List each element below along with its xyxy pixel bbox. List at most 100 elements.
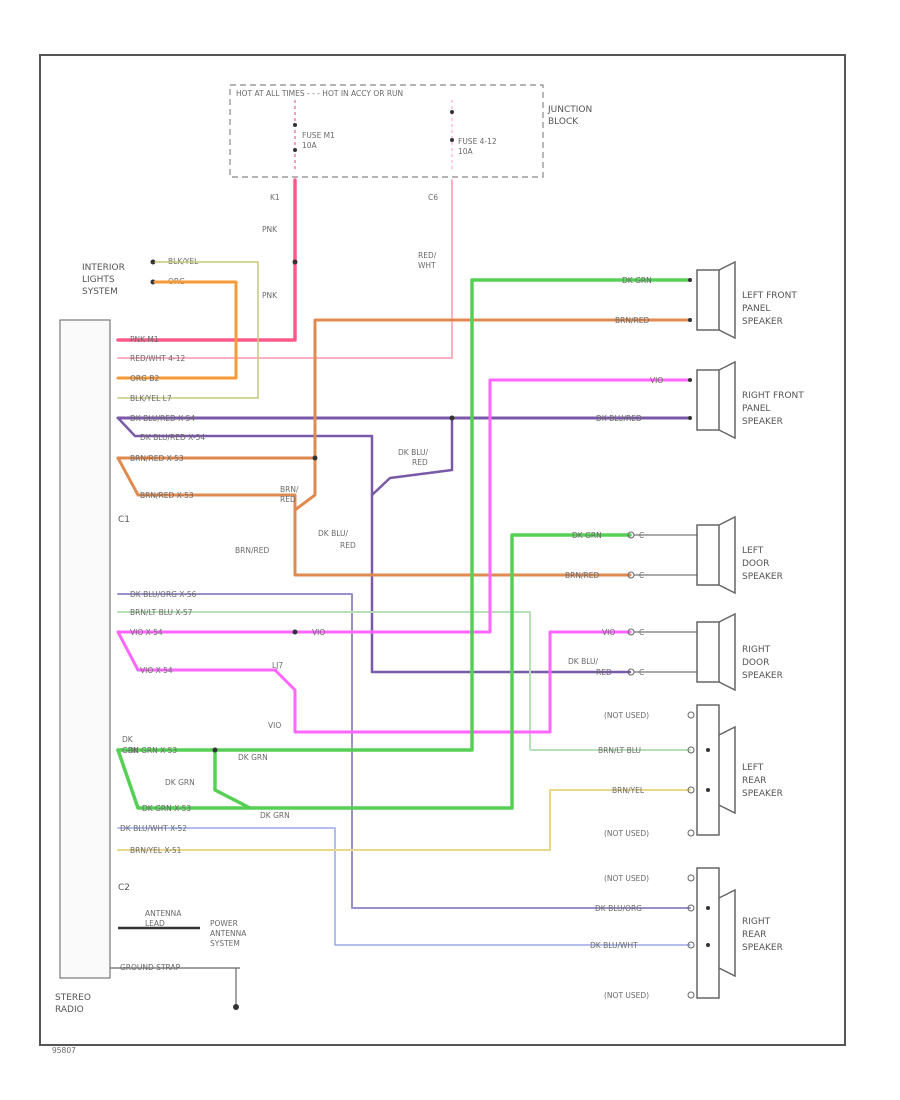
wire-dk-grn-3	[213, 748, 252, 810]
speaker-connector	[687, 941, 695, 949]
radio-pin-labels: PNK M1 RED/WHT 4-12 ORG B2 BLK/YEL L7 DK…	[120, 335, 205, 855]
speaker-name: SPEAKER	[742, 671, 783, 681]
speaker-name: DOOR	[742, 559, 769, 569]
speaker-connector	[687, 829, 695, 837]
radio-pin: RED/WHT 4-12	[130, 354, 186, 363]
wire-dk-grn-2	[116, 533, 632, 810]
junction-block-title-2: BLOCK	[548, 117, 579, 127]
speaker-wire-label: DK BLU/ORG	[595, 904, 642, 913]
wires	[116, 178, 692, 946]
speaker-terminal	[688, 278, 692, 282]
fuse1-terminal-top	[293, 123, 297, 127]
speaker-wire-label: (NOT USED)	[604, 874, 649, 883]
speaker-name: SPEAKER	[742, 789, 783, 799]
speaker-body	[696, 369, 720, 431]
junction-block-header: HOT AT ALL TIMES - - - HOT IN ACCY OR RU…	[236, 89, 403, 98]
wire-labels: PNK PNK RED/ WHT BRN/ RED BRN/RED DK BLU…	[122, 225, 437, 820]
wire-brn-red-3	[293, 456, 317, 512]
speaker-body	[696, 867, 720, 999]
radio-pin: BRN/LT BLU X-57	[130, 608, 193, 617]
speaker-cone	[718, 612, 736, 692]
stereo-radio-name-2: RADIO	[55, 1005, 84, 1015]
wire-dk-blu-red-3	[370, 416, 454, 497]
speaker-wire-label: DK BLU/	[568, 657, 599, 666]
wire-label-pnk-2: PNK	[262, 291, 278, 300]
radio-pin: DK BLU/RED X-54	[130, 414, 195, 423]
radio-pin: DK GRN X-53	[142, 804, 191, 813]
wire-pnk	[116, 178, 297, 342]
wire-label-brn-red-splice-2: RED	[280, 495, 296, 504]
fuse1-label: FUSE M1	[302, 131, 335, 140]
radio-pin: PNK M1	[130, 335, 159, 344]
stereo-radio-body	[59, 319, 111, 979]
splice-dk-grn	[212, 747, 218, 753]
wire-brn-red-2	[116, 456, 632, 577]
wire-vio-1	[116, 378, 692, 634]
speaker-name: DOOR	[742, 658, 769, 668]
radio-pin: VIO X-54	[130, 628, 163, 637]
stereo-radio-name: STEREO	[55, 993, 91, 1003]
radio-pin: ORG B2	[130, 374, 159, 383]
speaker-connector-label: C	[639, 571, 644, 580]
speaker-terminal	[706, 943, 710, 947]
speaker-connector	[687, 874, 695, 882]
speaker-name: PANEL	[742, 404, 770, 414]
speaker-connector	[687, 711, 695, 719]
speaker-cone	[718, 725, 736, 815]
speaker-connector	[687, 786, 695, 794]
connector-c2-label: C2	[118, 883, 130, 893]
radio-pin: BRN/RED X-53	[140, 491, 194, 500]
speaker-wire-label: BRN/RED	[565, 571, 599, 580]
splice-vio	[292, 629, 298, 635]
speaker-wire-label: DK GRN	[572, 531, 602, 540]
speaker-connector-label: C	[639, 628, 644, 637]
interior-lights-system: INTERIOR LIGHTS SYSTEM BLK/YEL ORG	[82, 257, 199, 297]
junction-block-title: JUNCTION	[547, 105, 592, 115]
figure-id: 95807	[52, 1046, 76, 1055]
speaker-connector-label: C	[639, 531, 644, 540]
fuse2-label: FUSE 4-12	[458, 137, 497, 146]
wire-brn-red-1	[116, 318, 692, 460]
junction-block: HOT AT ALL TIMES - - - HOT IN ACCY OR RU…	[229, 84, 592, 202]
diagram-frame	[39, 54, 846, 1046]
fuse2-terminal-top	[450, 110, 454, 114]
stereo-radio: C1 C2 STEREO RADIO GROUND STRAP ANTENNA …	[55, 319, 247, 1015]
speaker-wire-label: BRN/RED	[615, 316, 649, 325]
speaker-right-front-panel: VIO DK BLU/RED RIGHT FRONT PANEL SPEAKER	[596, 360, 804, 440]
interior-lights-terminal-1	[150, 259, 156, 265]
wire-dk-blu-red-2	[116, 416, 632, 674]
radio-pin: BRN/YEL X-51	[130, 846, 182, 855]
speaker-name: PANEL	[742, 304, 770, 314]
speaker-connector	[687, 746, 695, 754]
speaker-name: REAR	[742, 776, 766, 786]
ground-strap-label: GROUND STRAP	[120, 963, 181, 972]
speaker-terminal	[688, 318, 692, 322]
junction-pin-k1: K1	[270, 193, 280, 202]
speaker-cone	[718, 515, 736, 595]
wire-red-wht	[117, 179, 453, 359]
fuse1-terminal-bottom	[293, 148, 297, 152]
splice-brn-red	[312, 455, 318, 461]
speaker-wire-label: (NOT USED)	[604, 991, 649, 1000]
wire-label-dk-grn-low: DK GRN	[260, 811, 290, 820]
speaker-wire-label: DK GRN	[622, 276, 652, 285]
wire-label-red-wht-2: WHT	[418, 261, 436, 270]
splice-dk-blu-red	[449, 415, 455, 421]
speaker-right-door: VIO DK BLU/ RED C C RIGHT DOOR SPEAKER	[568, 612, 783, 692]
splices	[212, 259, 455, 753]
antenna-lead-label-2: LEAD	[145, 919, 165, 928]
speaker-wire-label: RED	[596, 668, 612, 677]
interior-lights-label-3: SYSTEM	[82, 287, 118, 297]
speaker-wire-label: (NOT USED)	[604, 829, 649, 838]
radio-pin: BRN/RED X-53	[130, 454, 184, 463]
speaker-cone	[718, 888, 736, 978]
speaker-name: LEFT	[742, 763, 764, 773]
speaker-name: SPEAKER	[742, 572, 783, 582]
wire-label-brn-red-splice: BRN/	[280, 485, 299, 494]
speaker-terminal	[688, 416, 692, 420]
wire-label-vio-low: VIO	[268, 721, 281, 730]
speaker-name: RIGHT	[742, 645, 771, 655]
speaker-left-front-panel: DK GRN BRN/RED LEFT FRONT PANEL SPEAKER	[615, 260, 797, 340]
wire-vio-2	[116, 630, 632, 734]
speaker-wire-label: (NOT USED)	[604, 711, 649, 720]
